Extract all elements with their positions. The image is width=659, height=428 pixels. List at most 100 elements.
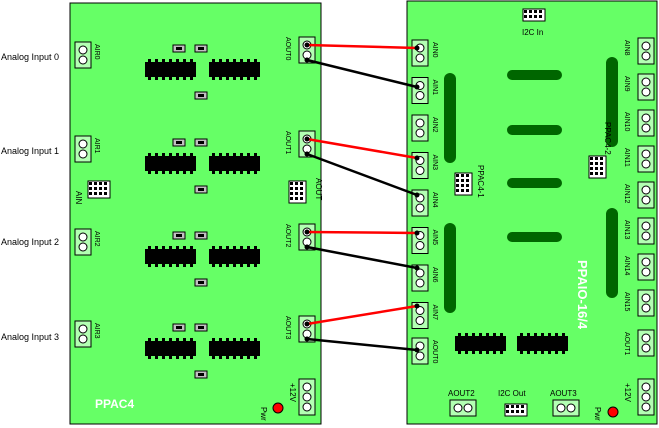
ppac4-component-a2-mark <box>176 234 182 237</box>
wire-end-start-1 <box>304 57 310 63</box>
wire-red-0 <box>306 43 418 50</box>
ppac4-chip-b1-pin-bottom-0 <box>212 171 215 174</box>
ppaio-ain9-terminal <box>637 73 655 101</box>
ppaio-pwr-label: Pwr <box>593 407 602 421</box>
ppaio-ain8-terminal-screw-1 <box>641 51 651 61</box>
ppac4-chip-a3-pin-top-1 <box>155 338 158 341</box>
ppac4-chip-a0-pin-bottom-0 <box>148 77 151 80</box>
ppac4-aout3-label: AOUT3 <box>284 316 291 339</box>
ppac4-chip-b3-pin-top-2 <box>226 338 229 341</box>
ppaio-ain9-terminal-screw-1 <box>641 87 651 97</box>
ppaio-power-terminal-screw-0 <box>641 382 651 392</box>
ppaio-chip-a-pin-top-3 <box>479 333 482 336</box>
ppaio-ppac4-1-label: PPAC4-1 <box>476 165 485 198</box>
wire-black-5 <box>306 245 418 270</box>
ppaio-chip-b-body <box>517 336 568 351</box>
ppaio-chip-b-pin-bottom-2 <box>534 351 537 354</box>
ppac4-chip-a1-pin-top-6 <box>190 153 193 156</box>
ppac4-aout-header: AOUT <box>314 178 323 200</box>
analog-input-1-label: Analog Input 1 <box>1 146 59 156</box>
ppaio-power-led <box>607 406 619 418</box>
ppaio-i2c-in-header <box>522 8 546 22</box>
ppac4-chip-b3 <box>209 338 260 359</box>
ppac4-chip-b0-pin-bottom-2 <box>226 77 229 80</box>
ppaio-slot-left-bottom <box>444 223 456 313</box>
ppaio-slot-right-top <box>606 57 618 147</box>
wire-black-1 <box>306 58 418 89</box>
wire-end-finish-4 <box>414 230 420 236</box>
ppaio-ppac4-2-header-pin-1-1 <box>595 162 598 165</box>
ppaio-i2c-in-header-pin-3-0 <box>539 10 542 13</box>
ppaio-ain14-label: AIN14 <box>623 256 630 276</box>
ppaio-ppac4-1-header-pin-1-3 <box>461 189 464 192</box>
ppaio-chip-b-pin-top-4 <box>548 333 551 336</box>
ppaio-chip-b <box>517 333 568 354</box>
ppac4-air3-terminal-screw-0 <box>78 324 88 334</box>
ppaio-ppac4-1-header-pin-2-3 <box>466 189 469 192</box>
ppac4-air3-label: AIR3 <box>93 323 100 339</box>
ppaio-ain15-terminal-screw-0 <box>641 293 651 303</box>
ppac4-chip-b3-pin-bottom-1 <box>219 356 222 359</box>
ppaio-i2c-in-header-pin-0-0 <box>524 10 527 13</box>
ppaio-ain6-terminal <box>411 264 429 292</box>
ppaio-ain14-terminal-screw-0 <box>641 257 651 267</box>
ppaio-i2c-in-label: I2C In <box>522 28 543 37</box>
ppac4-power-terminal-screw-2 <box>302 402 312 412</box>
ppac4-chip-a3-pin-top-4 <box>176 338 179 341</box>
ppac4-aout-header-pins-pin-0-1 <box>290 187 293 190</box>
wire-red-4 <box>306 230 418 235</box>
ppac4-chip-b3-pin-bottom-2 <box>226 356 229 359</box>
ppac4-power-label: +12V <box>288 383 297 403</box>
ppac4-air1-terminal-screw-1 <box>78 149 88 159</box>
ppac4-ain-header-pins-pin-3-0 <box>104 182 107 185</box>
wire-end-start-2 <box>304 136 310 142</box>
ppaio-chip-a-pin-top-0 <box>458 333 461 336</box>
ppaio-aout0-terminal <box>411 337 429 365</box>
ppac4-aout-header-pins-pin-1-2 <box>295 192 298 195</box>
ppaio-chip-b-pin-bottom-4 <box>548 351 551 354</box>
ppac4-chip-b2-pin-bottom-2 <box>226 264 229 267</box>
ppac4-component-c0 <box>194 91 208 100</box>
ppaio-i2c-in-header-pin-3-1 <box>539 15 542 18</box>
ppac4-chip-a2-pin-bottom-5 <box>183 264 186 267</box>
ppac4-air1-label: AIR1 <box>93 138 100 154</box>
ppac4-aout-header-pins-pin-1-1 <box>295 187 298 190</box>
ppac4-chip-a0-pin-bottom-3 <box>169 77 172 80</box>
ppac4-chip-a3-pin-top-6 <box>190 338 193 341</box>
ppac4-chip-a3-pin-bottom-2 <box>162 356 165 359</box>
ppaio-chip-b-pin-top-6 <box>562 333 565 336</box>
ppaio-aout1-terminal <box>637 329 655 357</box>
ppaio-ppac4-2-header-pin-2-1 <box>600 162 603 165</box>
ppac4-chip-b0-pin-top-5 <box>247 59 250 62</box>
ppaio-ain15-terminal <box>637 289 655 317</box>
ppac4-chip-a3-pin-bottom-0 <box>148 356 151 359</box>
ppac4-chip-a0-pin-top-2 <box>162 59 165 62</box>
ppac4-chip-b1-body <box>209 156 260 171</box>
ppac4-component-b2-mark <box>198 234 204 237</box>
ppac4-component-c3 <box>194 370 208 379</box>
ppac4-chip-b2-body <box>209 249 260 264</box>
ppac4-chip-a2-pin-bottom-0 <box>148 264 151 267</box>
ppac4-chip-b3-pin-bottom-6 <box>254 356 257 359</box>
ppac4-chip-b0-pin-top-2 <box>226 59 229 62</box>
ppac4-chip-b1-pin-bottom-4 <box>240 171 243 174</box>
ppaio-power-label: +12V <box>623 383 632 403</box>
ppaio-ain1-terminal <box>411 77 429 104</box>
ppaio-chip-a-pin-bottom-1 <box>465 351 468 354</box>
ppaio-aout3-terminal <box>552 399 580 417</box>
ppac4-chip-b3-pin-bottom-5 <box>247 356 250 359</box>
ppac4-chip-b2-pin-top-0 <box>212 246 215 249</box>
ppac4-chip-b2-pin-top-6 <box>254 246 257 249</box>
wire-end-start-6 <box>304 321 310 327</box>
ppac4-component-a0 <box>172 44 186 53</box>
ppac4-chip-a0-pin-top-1 <box>155 59 158 62</box>
ppaio-i2c-out-header-pin-3-0 <box>521 405 524 408</box>
ppaio-i2c-out-header-pin-0-0 <box>506 405 509 408</box>
ppac4-chip-a1 <box>145 153 196 174</box>
ppac4-ain-header-pins <box>87 180 111 199</box>
ppac4-chip-a0-pin-bottom-2 <box>162 77 165 80</box>
ppac4-chip-a1-pin-bottom-0 <box>148 171 151 174</box>
ppac4-aout-header-pins-pin-2-3 <box>300 197 303 200</box>
wire-end-finish-0 <box>414 45 420 51</box>
ppac4-air2-terminal <box>74 228 92 256</box>
